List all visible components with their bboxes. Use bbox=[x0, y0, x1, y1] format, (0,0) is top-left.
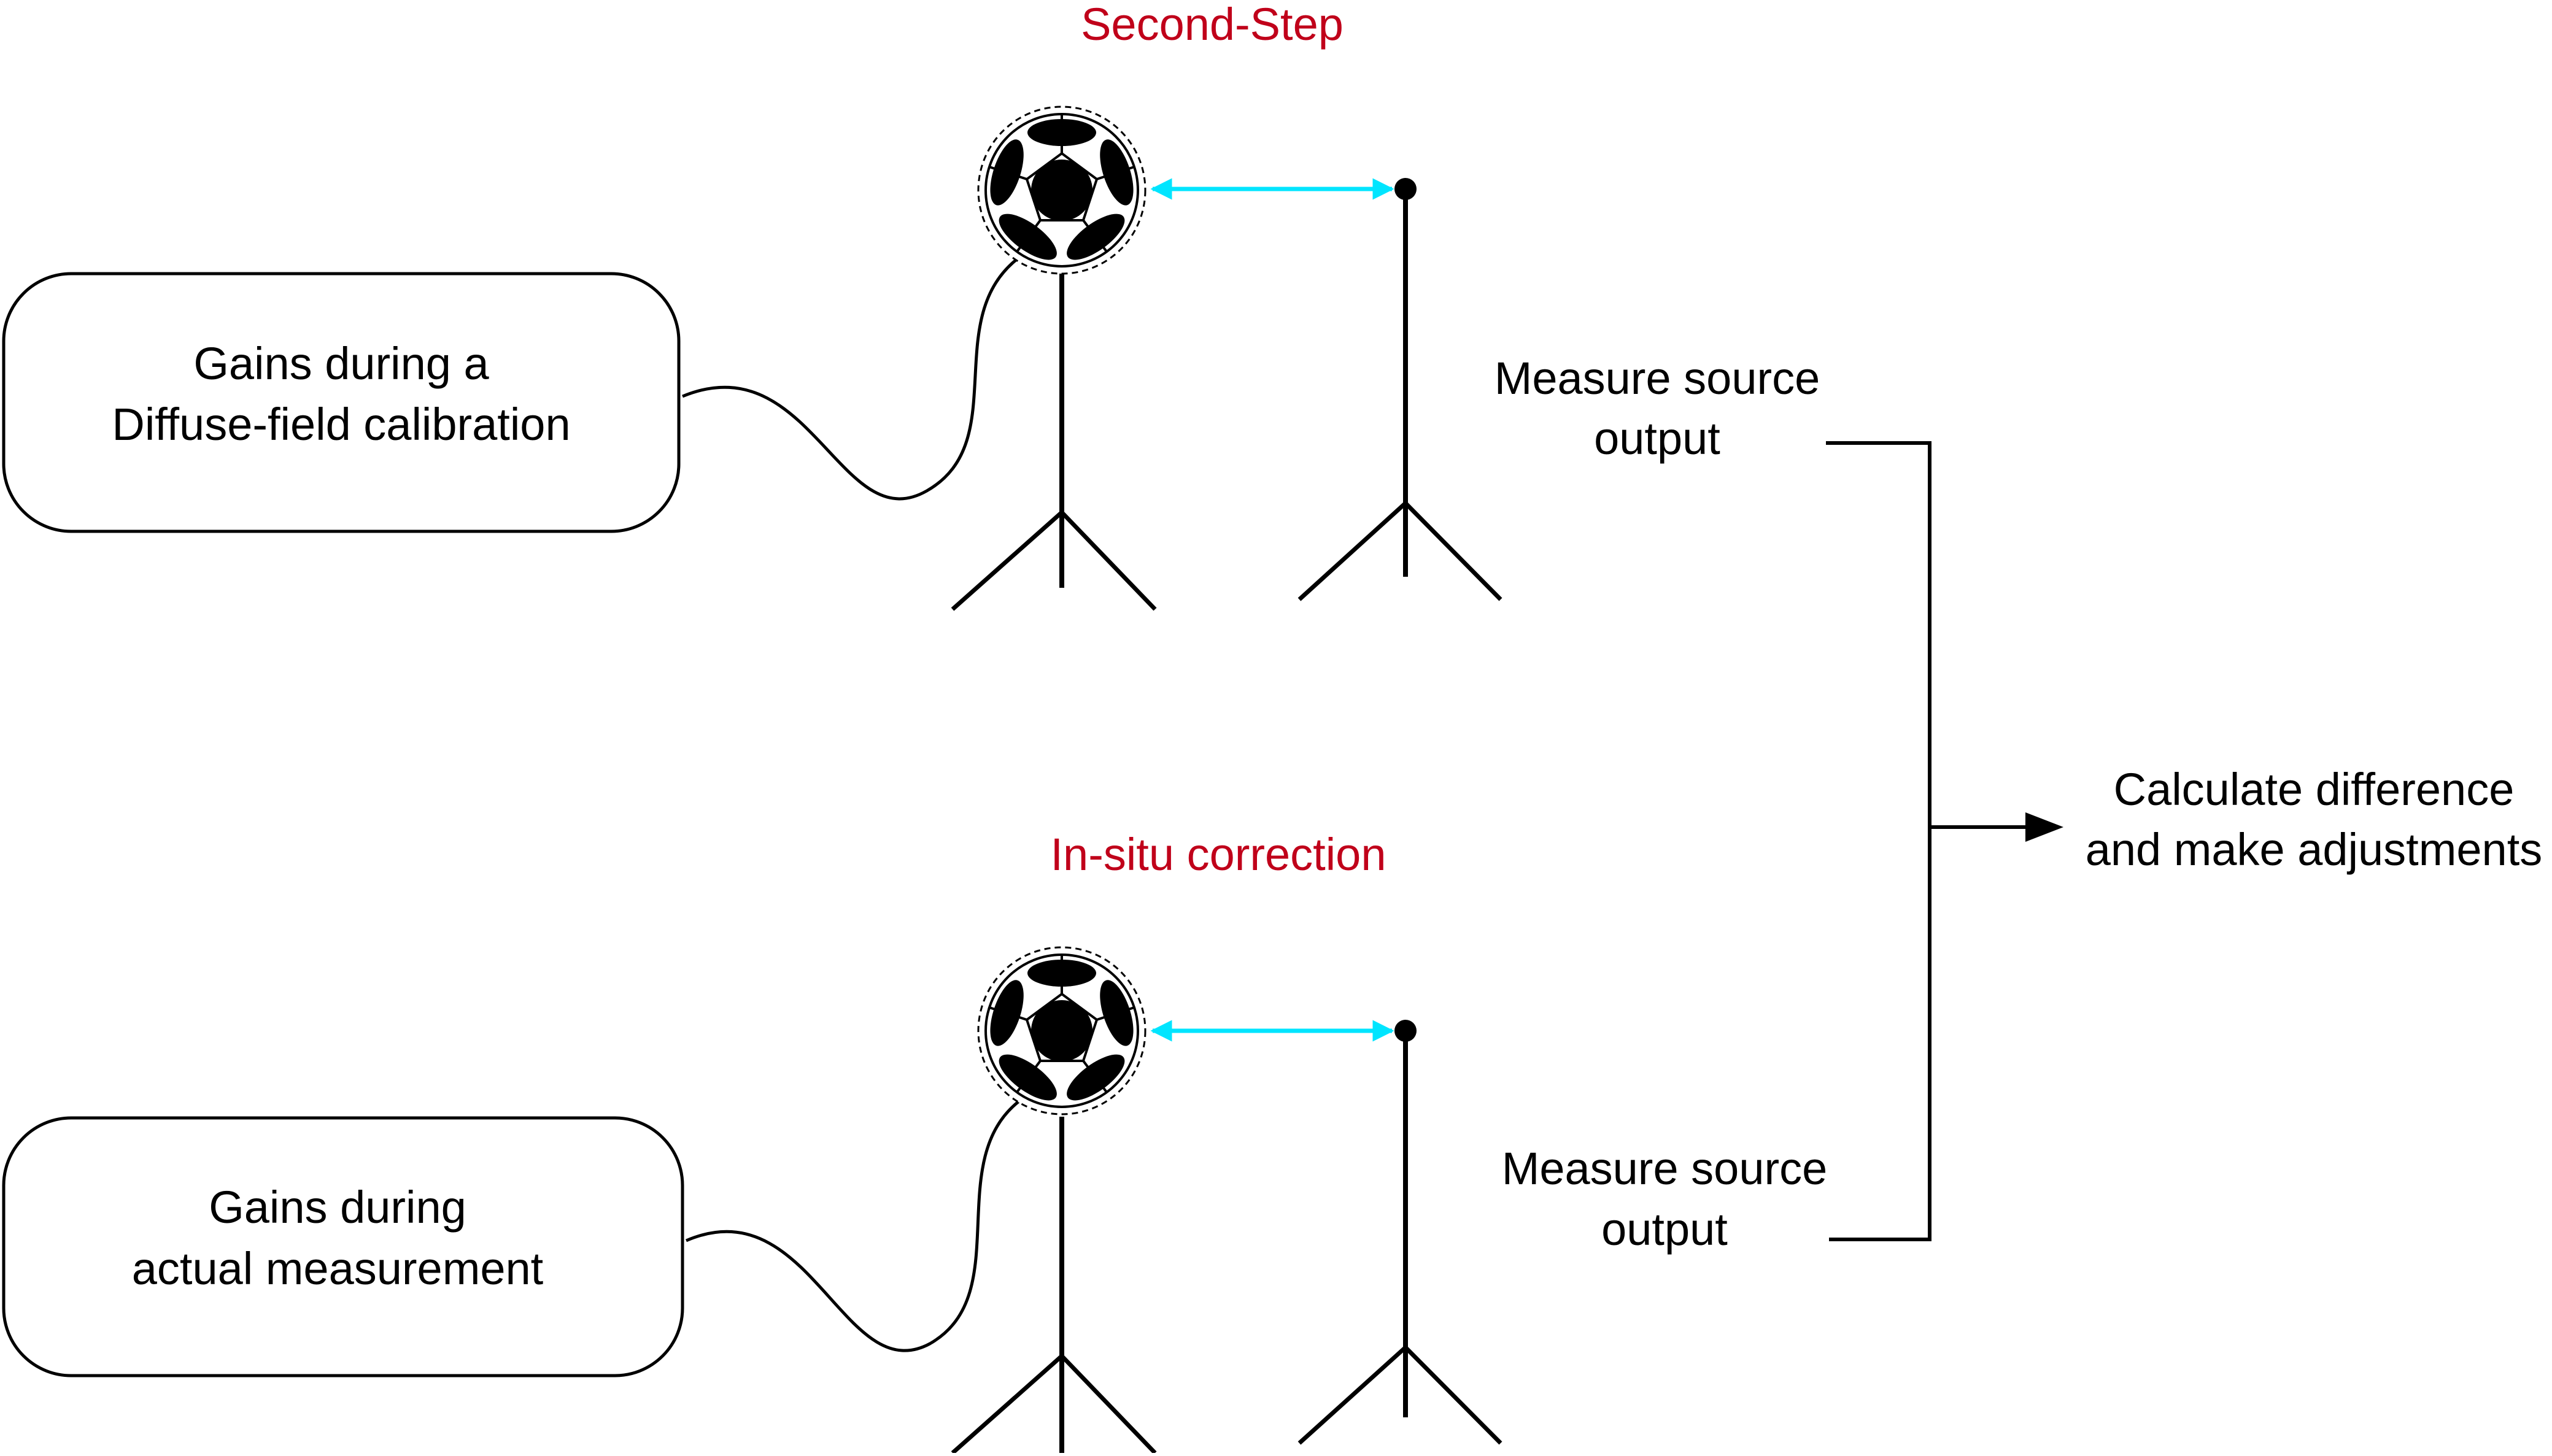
box-top-line1: Gains during a bbox=[193, 338, 489, 389]
measure-top-line1: Measure source bbox=[1494, 353, 1820, 404]
measure-bottom-line1: Measure source bbox=[1502, 1143, 1828, 1194]
measurement-gains-box: Gains during actual measurement bbox=[2, 1116, 684, 1377]
cable-bottom bbox=[686, 1100, 1020, 1352]
box-top-line2: Diffuse-field calibration bbox=[112, 399, 570, 450]
result-line2: and make adjustments bbox=[2086, 824, 2543, 875]
box-bottom-line1: Gains during bbox=[209, 1182, 466, 1233]
speaker-stand-bottom bbox=[951, 1117, 1157, 1455]
dodecahedron-speaker-icon bbox=[977, 946, 1146, 1115]
speaker-stand-top bbox=[951, 273, 1157, 611]
measure-top-line2: output bbox=[1594, 413, 1720, 464]
result-arrowhead bbox=[2025, 812, 2063, 842]
calibration-gains-box: Gains during a Diffuse-field calibration bbox=[2, 272, 681, 533]
result-line1: Calculate difference bbox=[2114, 764, 2515, 815]
cable-top bbox=[682, 256, 1020, 501]
title-second-step: Second-Step bbox=[1081, 0, 1344, 50]
dodecahedron-speaker-icon bbox=[977, 106, 1146, 275]
box-bottom-line2: actual measurement bbox=[132, 1243, 544, 1294]
measure-bottom-line2: output bbox=[1601, 1204, 1728, 1255]
microphone-stand-icon bbox=[1297, 178, 1502, 601]
microphone-stand-icon bbox=[1297, 1020, 1502, 1445]
title-in-situ-correction: In-situ correction bbox=[1051, 829, 1386, 880]
merge-bracket bbox=[1826, 441, 1931, 1241]
